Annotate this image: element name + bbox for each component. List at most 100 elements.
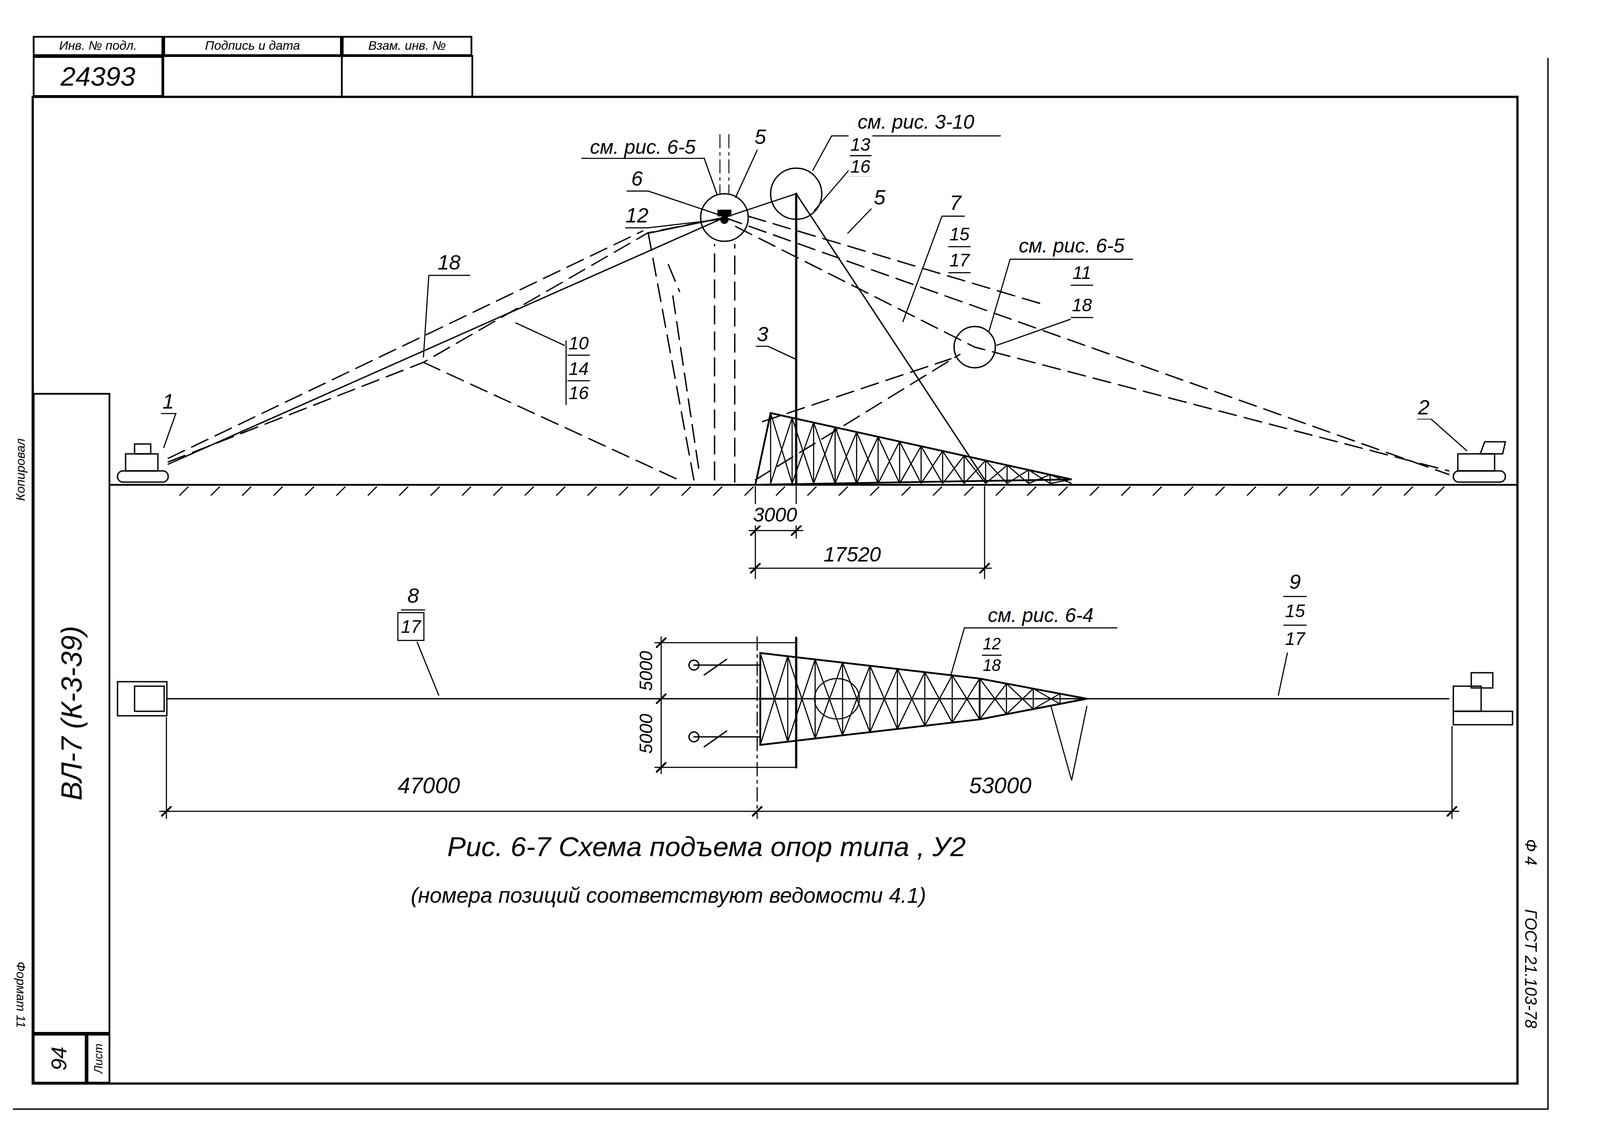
ground-hatch [1089,486,1099,496]
underline [1071,284,1093,287]
tractor-body [134,686,165,712]
gin-pole [795,193,798,485]
leader-line [581,158,717,194]
stamp-header: Взам. инв. № [341,35,473,57]
leader-line [756,346,795,359]
dashed-rope [724,217,1449,475]
lattice-member [770,413,772,484]
ground-hatch [650,486,660,496]
lattice-member [841,662,844,736]
leader-line [812,135,1001,171]
lattice-member [920,446,922,484]
detail-circle [770,168,822,220]
underline [567,354,590,357]
ground-hatch [493,486,503,496]
lattice-member [835,431,857,484]
leaders [161,135,1467,696]
sheet-number: 94 [32,1033,87,1084]
tick [791,526,801,536]
extension-line [754,486,757,579]
callout-label: 18 [1070,295,1095,315]
axis-rope [166,698,1449,700]
tick [750,563,760,573]
underline [982,654,1002,657]
ground-hatch [587,486,597,496]
extension-line [984,486,986,579]
project-code: ВЛ-7 (К-3-39) [32,392,111,1034]
callout-label: 17520 [821,543,883,567]
ground-hatch [1403,486,1413,496]
axis-line [728,134,730,193]
tower-plan [979,678,1087,720]
lattice-member [924,672,926,727]
tractor-body [125,453,158,471]
ground-hatch [305,486,314,496]
lattice-member [855,431,858,484]
lattice-member [1050,479,1072,484]
lattice-member [1059,693,1087,699]
lattice-member [899,446,922,484]
plan-view [117,637,1513,781]
stamp-cell [163,56,342,97]
callout-label: см. рис. 6-4 [985,604,1096,627]
callout-label: ГОСТ 21.103-78 [1521,907,1540,1030]
callout-label: 53000 [967,773,1034,799]
lattice-member [787,659,816,742]
lattice-member [813,427,836,484]
dimensions [159,486,1459,819]
lattice-member [770,413,793,484]
lattice-member [952,678,980,723]
extension-line [1451,726,1453,819]
underline [1283,624,1307,627]
axis-rope [760,697,797,700]
underline [1283,596,1307,598]
lattice-member [842,662,870,733]
underline [401,609,425,611]
callout-label: 15 [1283,601,1308,621]
ground-hatch [524,486,534,496]
lattice-member [787,656,789,742]
tractor-body [1453,686,1482,712]
lattice-member [815,662,843,739]
ground-hatch [995,486,1005,496]
ground-hatch [1435,486,1445,496]
node-text: Лист [91,1043,105,1074]
lattice-member [941,451,944,484]
ground-hatch [776,486,785,496]
anchor-tie [693,736,761,738]
lattice-member [1006,465,1008,484]
ground-hatch [1121,486,1131,496]
lattice-member [897,672,925,730]
lattice-member [1059,693,1061,705]
lattice-member [869,666,871,733]
callout-label: 2 [1416,396,1432,419]
node-text: 24393 [60,61,136,92]
ground-hatch [1184,486,1194,496]
leader-line [735,150,758,198]
drawing-frame [32,96,1518,1084]
lattice-member [1050,474,1072,484]
lattice-member [878,436,900,484]
raised-tower [672,296,700,476]
callout-label: 3 [754,322,771,346]
lattice-member [755,413,771,485]
callout-label: 17 [947,250,972,271]
lattice-member [1028,470,1051,484]
lattice-member [1049,474,1051,484]
ground-hatch [179,486,189,496]
stamp-header: Инв. № подл. [32,35,164,57]
callout-label: 12 [980,635,1003,654]
leader-line [161,413,176,448]
tractor-cab [134,444,151,454]
callout-label: 11 [1070,262,1094,283]
ground-hatch [964,486,974,496]
tick [750,526,760,536]
ground-hatch [367,486,377,496]
tractor-cab [1471,672,1493,689]
pole-base [795,637,798,768]
callout-label: 16 [566,383,591,403]
dashed-rope [735,226,1449,471]
callout-label: 5 [752,125,768,149]
lattice-member [834,427,837,484]
